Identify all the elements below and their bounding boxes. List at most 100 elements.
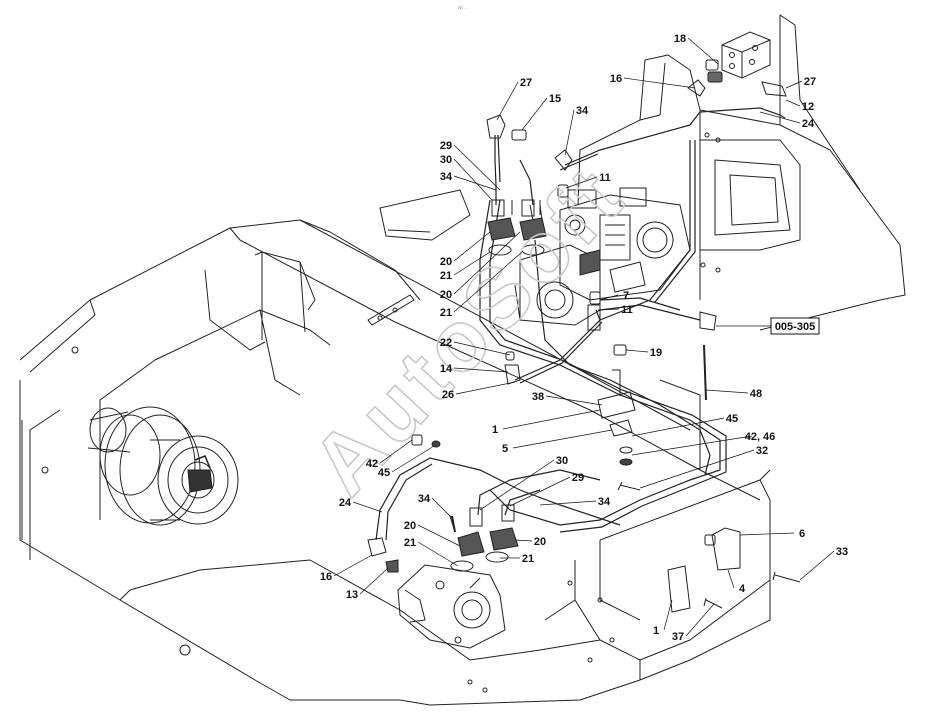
leader-line [509, 476, 571, 507]
callout-c21a: 21 [440, 270, 452, 282]
callout-c24b: 24 [339, 497, 352, 509]
callout-c32: 32 [756, 445, 768, 457]
callout-c29a: 29 [440, 140, 452, 152]
callout-c20a: 20 [440, 256, 452, 268]
callout-c13: 13 [346, 589, 358, 601]
main-hydraulic-pump [514, 187, 691, 326]
callout-c20b: 20 [440, 289, 452, 301]
callout-c30a: 30 [440, 154, 452, 166]
leader-line [545, 395, 603, 406]
auxiliary-motor [397, 564, 506, 649]
callout-c34d: 34 [598, 496, 611, 508]
leader-line [565, 176, 598, 189]
callout-c37: 37 [672, 631, 684, 643]
leader-line [453, 175, 497, 191]
leader-line [359, 567, 389, 595]
leader-line [379, 439, 413, 464]
leader-line [479, 459, 555, 511]
callout-c16a: 16 [610, 73, 622, 85]
leader-line [431, 497, 453, 519]
leader-line [502, 409, 601, 430]
callout-c4246: 42, 46 [745, 431, 776, 443]
machine-frame [19, 14, 906, 706]
leader-line [785, 80, 803, 89]
callout-c19: 19 [650, 347, 662, 359]
callout-c15: 15 [549, 93, 561, 105]
leader-line [799, 550, 835, 581]
callout-c38: 38 [532, 391, 544, 403]
leader-line [564, 109, 575, 156]
callout-c34a: 34 [576, 105, 589, 117]
callout-c30b: 30 [556, 455, 568, 467]
callout-c24a: 24 [802, 118, 815, 130]
leader-line [333, 554, 373, 577]
callout-c16b: 16 [320, 571, 332, 583]
leader-line [391, 445, 435, 473]
leader-line [631, 417, 725, 437]
callout-c42: 42 [366, 458, 378, 470]
leader-line [727, 569, 735, 589]
reference-box-label: 005-305 [775, 321, 815, 333]
leader-line [785, 99, 801, 107]
callout-c11a: 11 [599, 172, 611, 184]
fittings-and-brackets [367, 31, 801, 613]
leader-line [453, 341, 511, 356]
callout-c21b: 21 [440, 307, 452, 319]
top-mark: № ... [458, 5, 469, 11]
leader-line [663, 599, 673, 631]
callout-c18: 18 [674, 33, 686, 45]
leader-line [453, 251, 491, 276]
hydraulic-hoses [375, 107, 786, 541]
callout-c1b: 1 [653, 625, 659, 637]
leader-line [417, 541, 459, 567]
leader-line [739, 532, 795, 536]
leader-line [539, 500, 597, 506]
leader-line [759, 111, 801, 124]
callout-c11b: 11 [621, 304, 633, 316]
leader-line [685, 603, 715, 637]
leader-line [623, 77, 696, 89]
callout-c26: 26 [442, 389, 454, 401]
leader-line [417, 524, 461, 547]
leader-lines [333, 37, 835, 637]
callout-c20c: 20 [404, 520, 416, 532]
callout-c7: 7 [623, 290, 629, 302]
leader-line [455, 381, 516, 395]
callout-c27b: 27 [804, 76, 816, 88]
callout-c29b: 29 [572, 472, 584, 484]
callout-c20d: 20 [534, 536, 546, 548]
callout-c33: 33 [836, 546, 848, 558]
leader-line [453, 367, 509, 373]
leader-line [597, 308, 620, 311]
reference-box: 005-305 [716, 317, 820, 335]
leader-line [453, 231, 491, 262]
callout-c22: 22 [440, 337, 452, 349]
leader-line [352, 501, 383, 513]
leader-line [496, 81, 519, 121]
callout-c48: 48 [750, 388, 762, 400]
leader-line [453, 144, 501, 191]
callout-c21d: 21 [522, 553, 534, 565]
callout-c12: 12 [802, 101, 814, 113]
leader-line [631, 435, 753, 456]
callout-c27a: 27 [520, 77, 532, 89]
leader-line [639, 449, 755, 489]
callout-c34c: 34 [418, 493, 431, 505]
callout-c45a: 45 [726, 413, 738, 425]
callout-c45b: 45 [378, 467, 390, 479]
callout-c4: 4 [739, 583, 746, 595]
leader-line [453, 231, 521, 295]
callout-c6: 6 [799, 528, 805, 540]
callout-c34b: 34 [440, 171, 453, 183]
leader-line [705, 389, 749, 394]
callout-c1a: 1 [492, 424, 498, 436]
leader-line [687, 37, 719, 65]
leader-line [521, 97, 548, 131]
final-drive-motor [87, 406, 239, 526]
leader-line [514, 539, 533, 542]
callout-c21c: 21 [404, 537, 416, 549]
leader-line [599, 294, 619, 301]
leader-line [625, 349, 649, 353]
